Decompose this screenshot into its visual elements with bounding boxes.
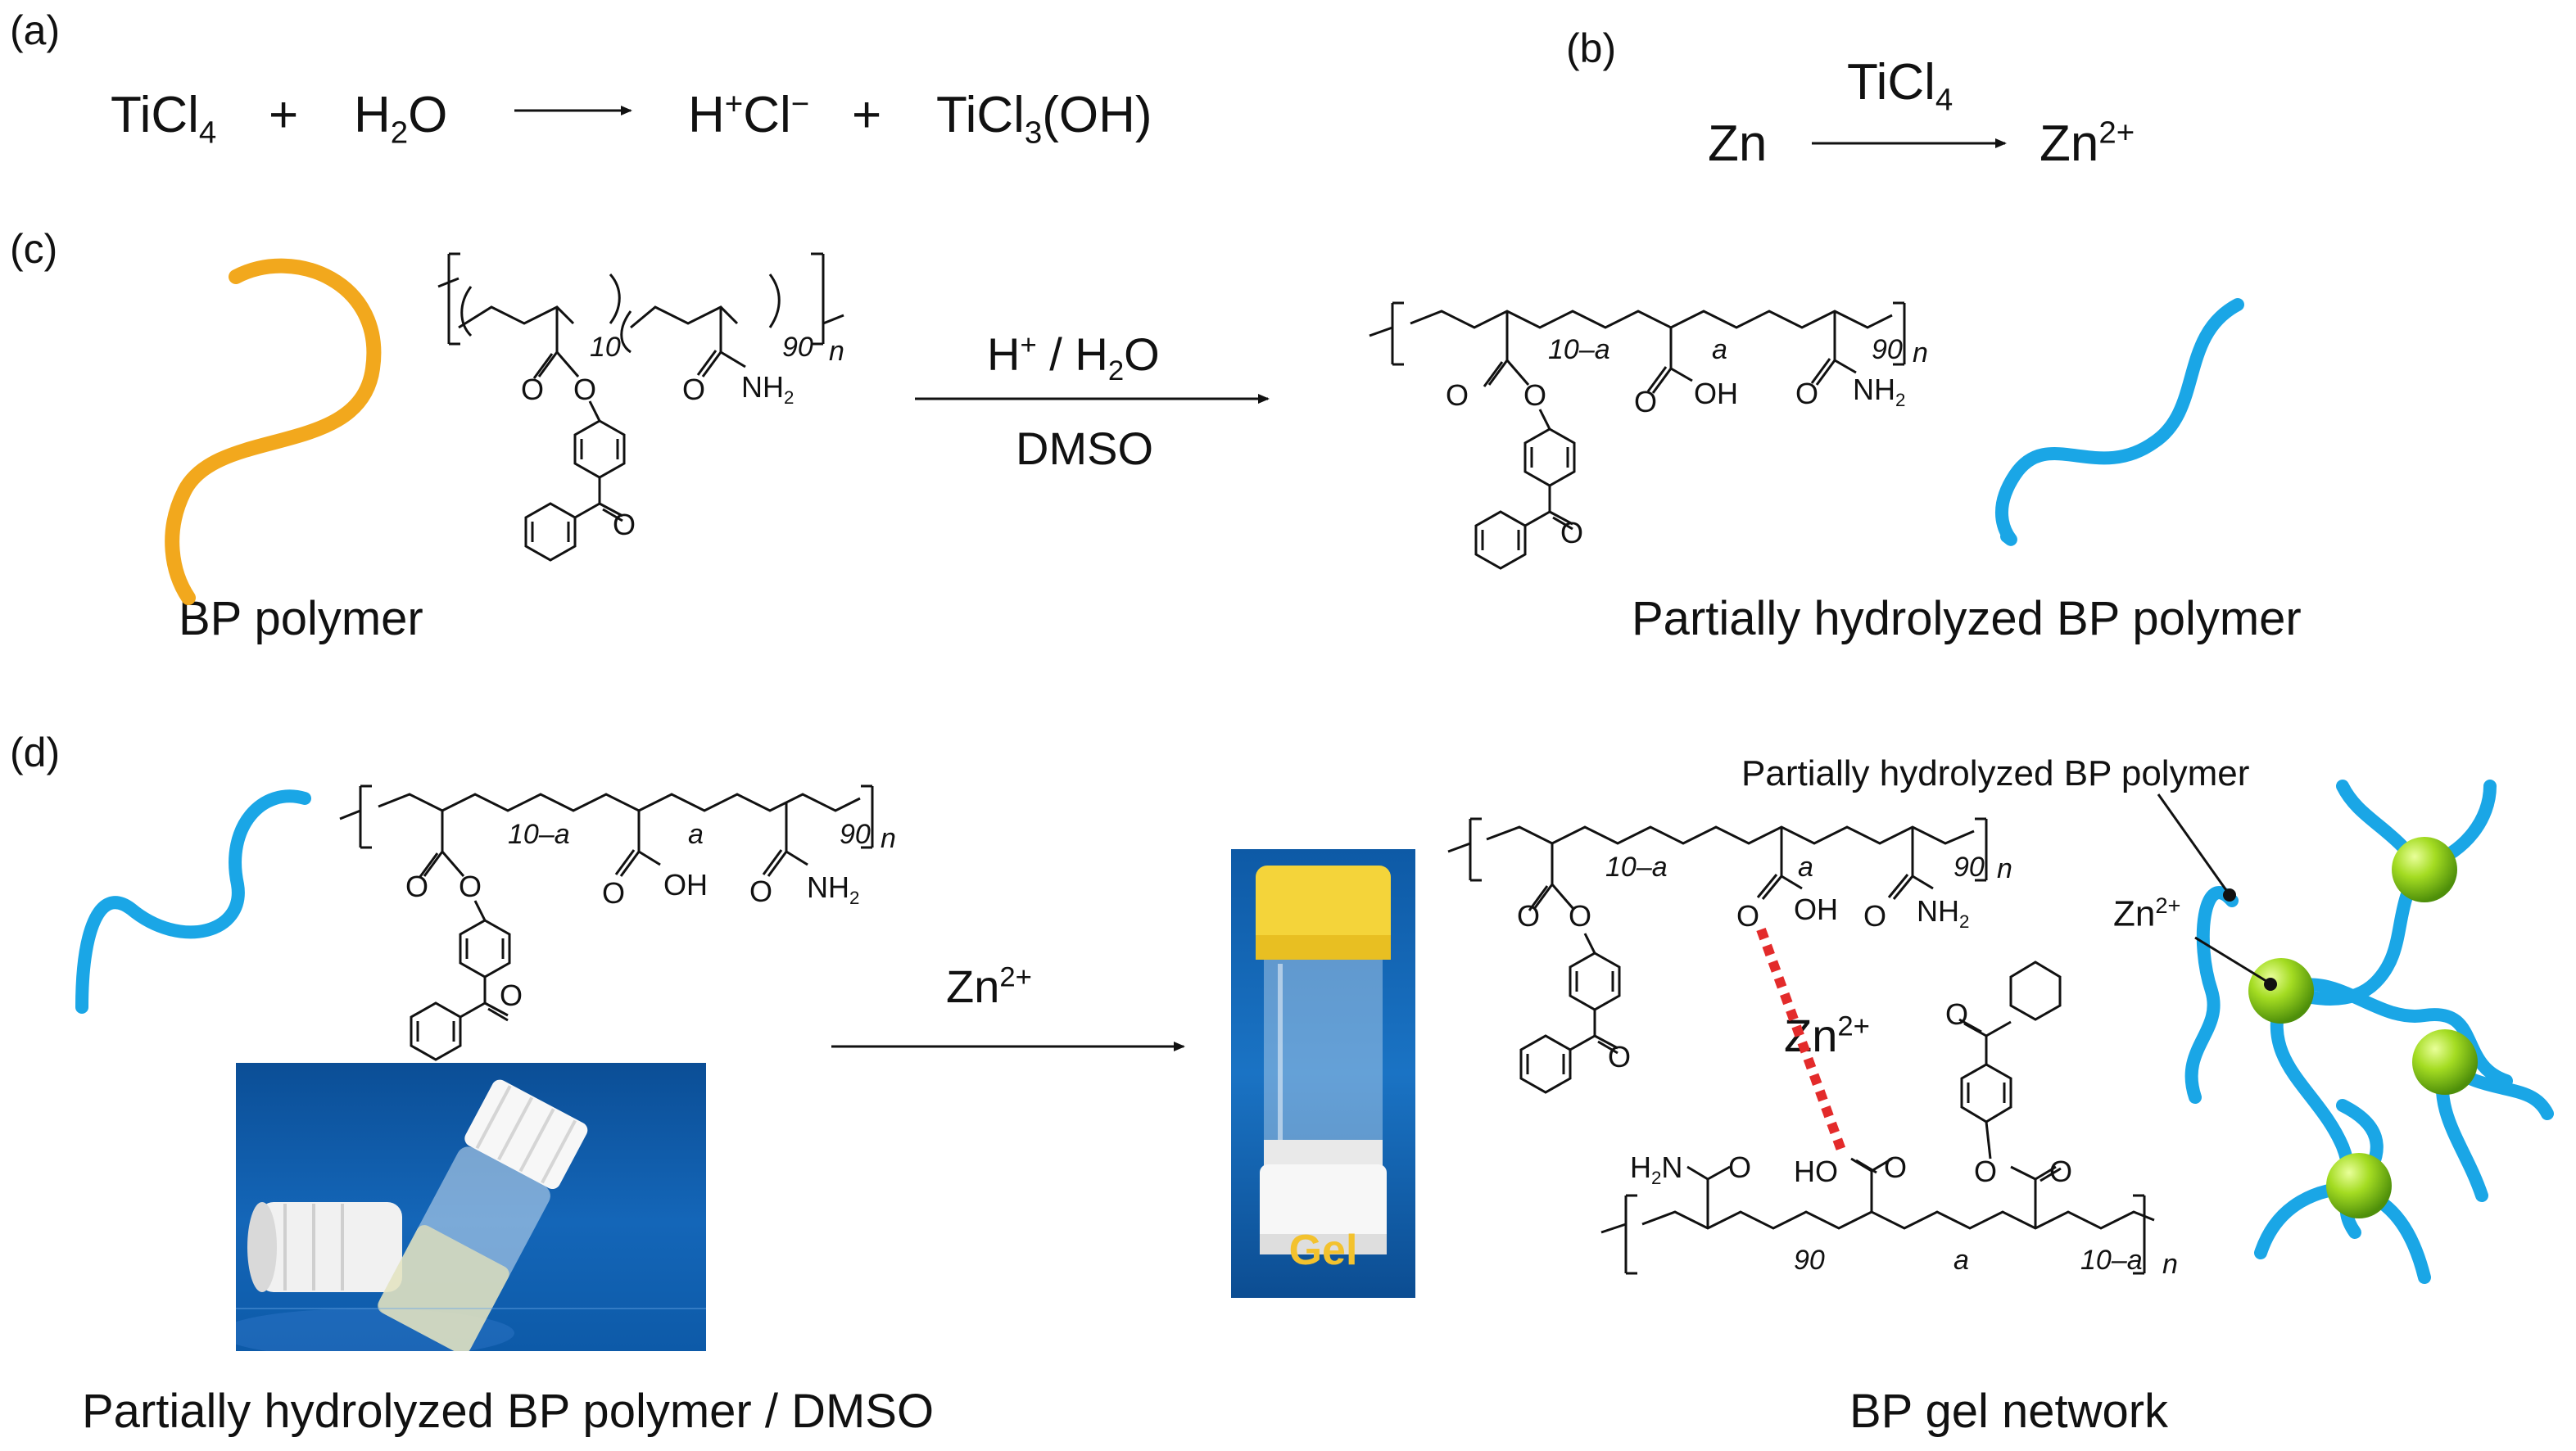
amide-o: O <box>749 875 773 908</box>
amide-h2n: H2N <box>1630 1150 1683 1189</box>
ketone-o: O <box>500 979 523 1012</box>
amide-nh2: NH2 <box>1853 373 1906 411</box>
amide-o: O <box>1795 377 1819 410</box>
n-index: n <box>1913 337 1928 368</box>
vial-cap-lying <box>247 1202 402 1292</box>
structure-hydrolyzed-polymer <box>1369 301 1906 394</box>
acid-ho: HO <box>1794 1155 1838 1188</box>
photo-solution-vials <box>236 1063 706 1351</box>
reactant-zn: Zn <box>1708 115 1768 172</box>
amide-o: O <box>1863 899 1887 933</box>
sub-90: 90 <box>1794 1245 1825 1276</box>
ester-o: O <box>1446 378 1469 412</box>
reactant-water: H2O <box>354 87 448 151</box>
plus-sign: + <box>852 87 882 143</box>
zinc-ion-ball <box>2248 958 2314 1024</box>
ester-o: O <box>573 373 597 406</box>
ketone-o: O <box>1945 997 1969 1031</box>
n-index: n <box>829 336 844 367</box>
plus-sign: + <box>269 87 299 143</box>
product-ticl3oh: TiCl3(OH) <box>936 87 1152 151</box>
zinc-ion-ball <box>2412 1029 2478 1095</box>
sub-10-a: 10–a <box>2080 1245 2143 1276</box>
caption-photo-solution: Partially hydrolyzed BP polymer / DMSO <box>82 1385 935 1438</box>
amide-nh2: NH2 <box>741 370 795 409</box>
ester-o: O <box>1523 378 1547 412</box>
sub-90: 90 <box>782 332 813 363</box>
reactant-ticl4: TiCl4 <box>111 87 217 151</box>
sub-10-a: 10–a <box>1605 852 1668 883</box>
hydrolyzed-chain-d <box>75 789 311 1014</box>
n-index: n <box>881 823 896 854</box>
arrow-label-acid: H+ / H2O <box>987 328 1160 387</box>
photo-gel-vial: Gel <box>1231 849 1415 1298</box>
sub-a: a <box>1712 334 1727 365</box>
acid-oh: OH <box>663 868 708 902</box>
gel-label: Gel <box>1288 1227 1358 1274</box>
panel-label-c: (c) <box>10 226 58 272</box>
bp-polymer-chain <box>165 258 382 605</box>
tilted-vial <box>378 1079 588 1351</box>
panel-label-d: (d) <box>10 730 61 775</box>
amide-o: O <box>1728 1150 1752 1184</box>
amide-nh2: NH2 <box>1917 894 1970 933</box>
caption-hydrolyzed-polymer: Partially hydrolyzed BP polymer <box>1632 592 2302 645</box>
leader-line-zn <box>2194 936 2270 984</box>
ester-o: O <box>405 870 429 903</box>
reagent-ticl4: TiCl4 <box>1847 54 1954 118</box>
sub-90: 90 <box>1954 852 1985 883</box>
sub-10-a: 10–a <box>508 819 570 850</box>
product-zn2plus: Zn2+ <box>2040 115 2135 172</box>
sub-10-a: 10–a <box>1548 334 1610 365</box>
ketone-o: O <box>1608 1040 1632 1074</box>
acid-o: O <box>1736 899 1760 933</box>
sub-10: 10 <box>590 332 621 363</box>
structure-network-bottom <box>1600 961 2155 1275</box>
ketone-o: O <box>613 508 636 541</box>
zinc-ion-ball <box>2392 837 2457 902</box>
ester-o: O <box>521 373 545 406</box>
ester-o: O <box>2049 1155 2073 1188</box>
sub-90: 90 <box>840 819 871 850</box>
product-hcl: H+Cl− <box>688 86 810 143</box>
caption-bp-polymer: BP polymer <box>179 592 423 645</box>
panel-label-b: (b) <box>1566 25 1617 71</box>
sub-a: a <box>1798 852 1813 883</box>
structure-hydrolyzed-polymer-d <box>339 784 874 877</box>
label-network-zn: Zn2+ <box>2113 893 2181 934</box>
coordination-bond <box>1756 927 1848 1157</box>
amide-o: O <box>682 373 706 406</box>
ester-o: O <box>459 870 482 903</box>
acid-o: O <box>1634 385 1658 418</box>
arrow-label-solvent: DMSO <box>1016 423 1153 474</box>
caption-gel-network: BP gel network <box>1849 1385 2169 1438</box>
hydrolyzed-chain-c <box>1995 298 2244 546</box>
structure-bp-polymer <box>437 252 844 377</box>
sub-90: 90 <box>1872 334 1903 365</box>
panel-label-a: (a) <box>10 7 61 53</box>
acid-o: O <box>1884 1150 1908 1184</box>
ketone-o: O <box>1560 516 1584 549</box>
structure-network-top <box>1447 817 1988 900</box>
label-network-polymer: Partially hydrolyzed BP polymer <box>1741 753 2250 793</box>
amide-nh2: NH2 <box>807 870 860 909</box>
zinc-ion-ball <box>2326 1153 2392 1218</box>
leader-line-polymer <box>2157 793 2230 893</box>
acid-oh: OH <box>1694 377 1738 410</box>
sub-a: a <box>1954 1245 1969 1276</box>
arrow-label-zn: Zn2+ <box>946 961 1032 1012</box>
acid-oh: OH <box>1794 893 1838 926</box>
ester-o: O <box>1517 899 1541 933</box>
ester-o: O <box>1974 1155 1998 1188</box>
n-index: n <box>2162 1249 2178 1280</box>
acid-o: O <box>602 876 626 910</box>
n-index: n <box>1997 853 2012 884</box>
ester-o: O <box>1569 899 1592 933</box>
sub-a: a <box>688 819 704 850</box>
